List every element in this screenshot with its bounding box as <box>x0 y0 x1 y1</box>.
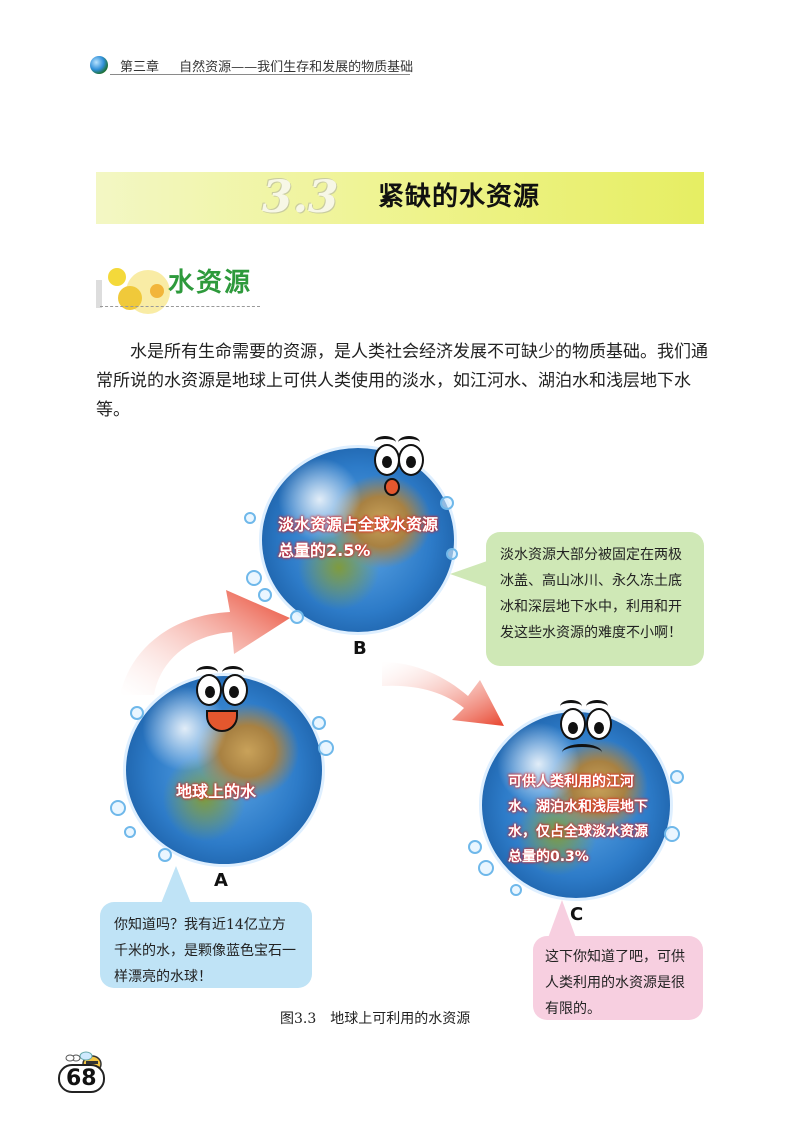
label-b: B <box>353 638 367 659</box>
water-drop-icon <box>124 826 136 838</box>
eye-icon <box>222 674 248 706</box>
decor-circle-icon <box>108 268 126 286</box>
section-title: 紧缺的水资源 <box>378 182 541 212</box>
chapter-number: 第三章 <box>120 60 160 75</box>
eyebrow-icon <box>560 700 582 713</box>
speech-bubble-c: 这下你知道了吧，可供人类利用的水资源是很有限的。 <box>533 936 703 1020</box>
body-paragraph: 水是所有生命需要的资源，是人类社会经济发展不可缺少的物质基础。我们通常所说的水资… <box>96 342 708 420</box>
globe-b <box>262 448 454 632</box>
caption-number: 图3.3 <box>280 1011 317 1027</box>
eyebrow-icon <box>586 700 608 713</box>
speech-bubble-b: 淡水资源大部分被固定在两极冰盖、高山冰川、永久冻土底冰和深层地下水中，利用和开发… <box>486 532 704 666</box>
eye-icon <box>196 674 222 706</box>
water-drop-icon <box>478 860 494 876</box>
header-rule <box>110 74 410 75</box>
figure-caption: 图3.3 地球上可利用的水资源 <box>280 1008 484 1028</box>
mouth-icon <box>384 478 400 496</box>
chapter-title: 自然资源——我们生存和发展的物质基础 <box>179 60 414 75</box>
globe-b-label: 淡水资源占全球水资源总量的2.5% <box>278 515 439 560</box>
arrow-b-to-c-icon <box>382 662 504 726</box>
eyebrow-icon <box>398 436 420 449</box>
label-a: A <box>214 870 228 891</box>
eyebrow-icon <box>374 436 396 449</box>
caption-text: 地球上可利用的水资源 <box>330 1011 471 1027</box>
bubble-c-tail <box>548 900 576 938</box>
globe-c-label: 可供人类利用的江河水、湖泊水和浅层地下水，仅占全球淡水资源总量的0.3% <box>508 774 648 865</box>
globe-a <box>126 676 322 864</box>
water-drop-icon <box>318 740 334 756</box>
water-drop-icon <box>290 610 304 624</box>
water-drop-icon <box>158 848 172 862</box>
water-drop-icon <box>312 716 326 730</box>
water-drop-icon <box>258 588 272 602</box>
globe-a-label: 地球上的水 <box>176 782 257 801</box>
eyebrow-icon <box>196 666 218 679</box>
water-drop-icon <box>244 512 256 524</box>
section-band <box>96 172 704 224</box>
header-globe-icon <box>90 56 108 74</box>
water-drop-icon <box>440 496 454 510</box>
water-drop-icon <box>130 706 144 720</box>
water-drop-icon <box>510 884 522 896</box>
water-drop-icon <box>446 548 458 560</box>
eyebrow-icon <box>222 666 244 679</box>
water-drop-icon <box>110 800 126 816</box>
running-header: 第三章 自然资源——我们生存和发展的物质基础 <box>120 56 429 75</box>
water-drop-icon <box>664 826 680 842</box>
smile-icon <box>206 710 238 732</box>
eye-icon <box>560 708 586 740</box>
eye-icon <box>586 708 612 740</box>
water-drop-icon <box>468 840 482 854</box>
section-number: 3.3 <box>262 172 339 223</box>
decor-circle-icon <box>150 284 164 298</box>
eye-icon <box>398 444 424 476</box>
globe-c <box>482 712 670 898</box>
water-drop-icon <box>246 570 262 586</box>
eye-icon <box>374 444 400 476</box>
water-drop-icon <box>670 770 684 784</box>
bubble-b-tail <box>450 560 490 588</box>
page-number: 68 <box>58 1064 105 1093</box>
frown-icon <box>562 744 602 761</box>
arrow-a-to-b-icon <box>120 590 290 695</box>
subsection-title: 水资源 <box>168 268 253 298</box>
subsection-bar <box>96 280 102 308</box>
speech-bubble-a: 你知道吗？我有近14亿立方千米的水，是颗像蓝色宝石一样漂亮的水球！ <box>100 902 312 988</box>
subsection-underline <box>100 306 260 307</box>
bubble-a-tail <box>160 866 192 906</box>
